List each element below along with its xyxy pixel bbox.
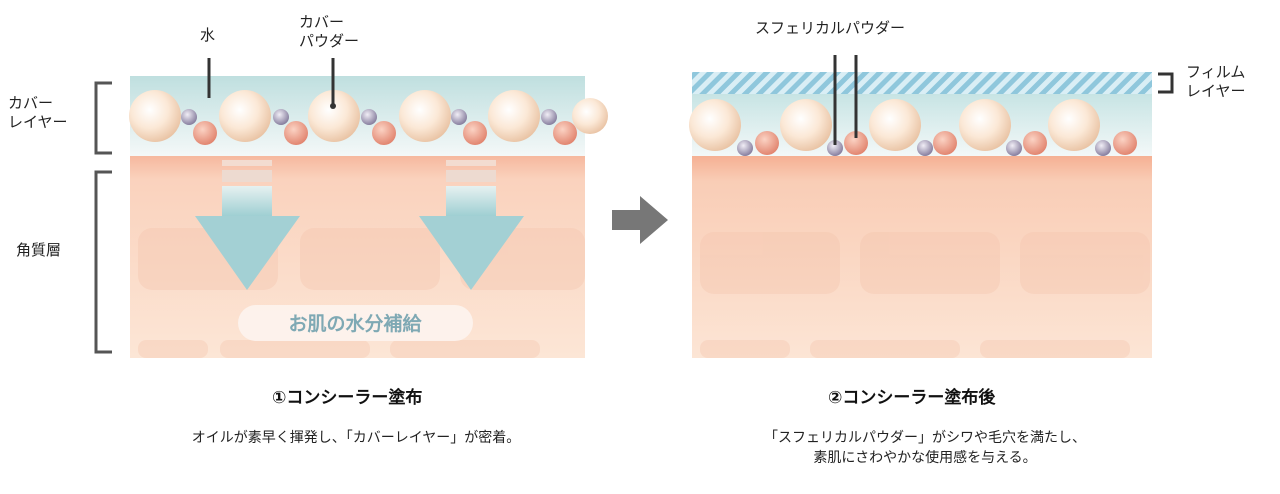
cover-layer-bracket [94, 81, 112, 155]
water-arrow-left [195, 160, 300, 290]
right-diagram [689, 55, 1174, 358]
left-caption-desc: オイルが素早く揮発し、「カバーレイヤー」が密着。 [191, 430, 521, 446]
right-caption-desc-line2: 素肌にさわやかな使用感を与える。 [813, 450, 1037, 466]
film-layer-label: フィルム レイヤー [1186, 63, 1246, 100]
moisture-banner-text: お肌の水分補給 [288, 312, 422, 335]
cover-layer-label: カバー レイヤー [8, 94, 68, 131]
transition-arrow [612, 196, 668, 244]
water-label: 水 [200, 26, 216, 44]
film-layer-bracket [1158, 72, 1174, 94]
left-diagram: お肌の水分補給 [94, 58, 608, 358]
film-layer [692, 72, 1152, 94]
stratum-corneum-layer-after [692, 150, 1152, 358]
left-caption-title: ①コンシーラー塗布 [272, 388, 423, 408]
water-arrow-right [419, 160, 524, 290]
stratum-label: 角質層 [16, 241, 62, 259]
spherical-powder-spheres [689, 99, 1137, 156]
right-caption-desc-line1: 「スフェリカルパウダー」がシワや毛穴を満たし、 [764, 430, 1086, 446]
moisture-banner [238, 305, 473, 341]
cover-powder-label: カバー パウダー [299, 13, 360, 50]
skin-cells-after [700, 232, 1150, 358]
stratum-bracket [94, 170, 112, 354]
right-caption-title: ②コンシーラー塗布後 [828, 388, 996, 408]
spherical-powder-label: スフェリカルパウダー [755, 19, 906, 37]
cover-powder-spheres [129, 90, 608, 145]
